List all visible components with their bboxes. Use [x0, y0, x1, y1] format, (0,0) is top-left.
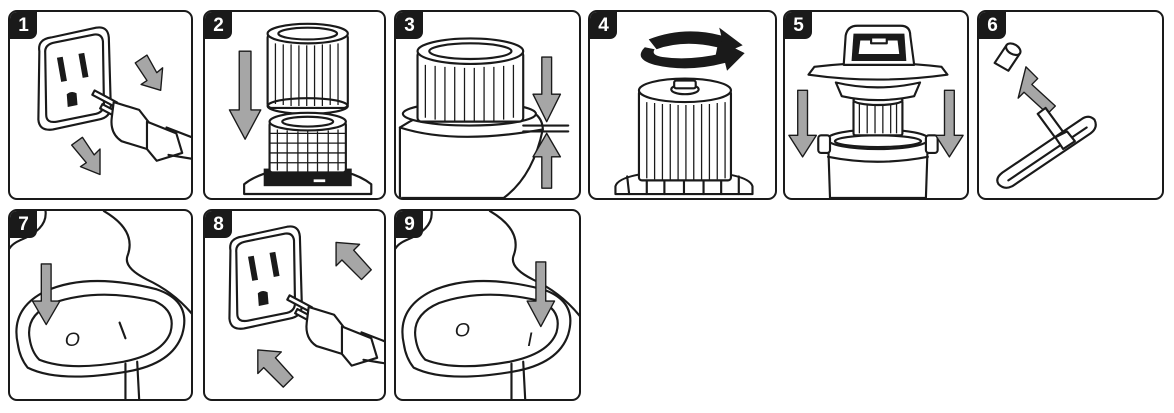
step-number-badge: 7 — [10, 211, 37, 238]
step-number-badge: 8 — [205, 211, 232, 238]
step-number-badge: 1 — [10, 12, 37, 39]
step-number-badge: 6 — [979, 12, 1006, 39]
step-4-panel: 4 — [588, 10, 777, 200]
step-9-panel: 9 O I — [394, 209, 581, 401]
plug-in-icon — [228, 225, 384, 388]
rotate-lock-icon — [614, 27, 754, 196]
step-8-panel: 8 — [203, 209, 386, 401]
attach-tool-icon — [993, 42, 1097, 189]
step-number-badge: 2 — [205, 12, 232, 39]
attach-head-icon — [788, 24, 964, 198]
step-5-panel: 5 — [783, 10, 969, 200]
unplug-icon — [37, 26, 191, 176]
step-number-badge: 4 — [590, 12, 617, 39]
step-number-badge: 5 — [785, 12, 812, 39]
step-6-panel: 6 — [977, 10, 1164, 200]
step-7-panel: 7 O — [8, 209, 193, 401]
filter-seat-icon — [398, 37, 570, 198]
off-label: O — [65, 329, 80, 351]
switch-off-icon: O — [10, 211, 191, 399]
insert-filter-icon — [228, 22, 373, 196]
step-number-badge: 9 — [396, 211, 423, 238]
on-label: I — [527, 329, 533, 351]
step-2-panel: 2 — [203, 10, 386, 200]
step-1-panel: 1 — [8, 10, 193, 200]
step-3-panel: 3 — [394, 10, 581, 200]
off-label: O — [455, 319, 470, 341]
switch-on-icon: O I — [396, 211, 579, 399]
step-number-badge: 3 — [396, 12, 423, 39]
